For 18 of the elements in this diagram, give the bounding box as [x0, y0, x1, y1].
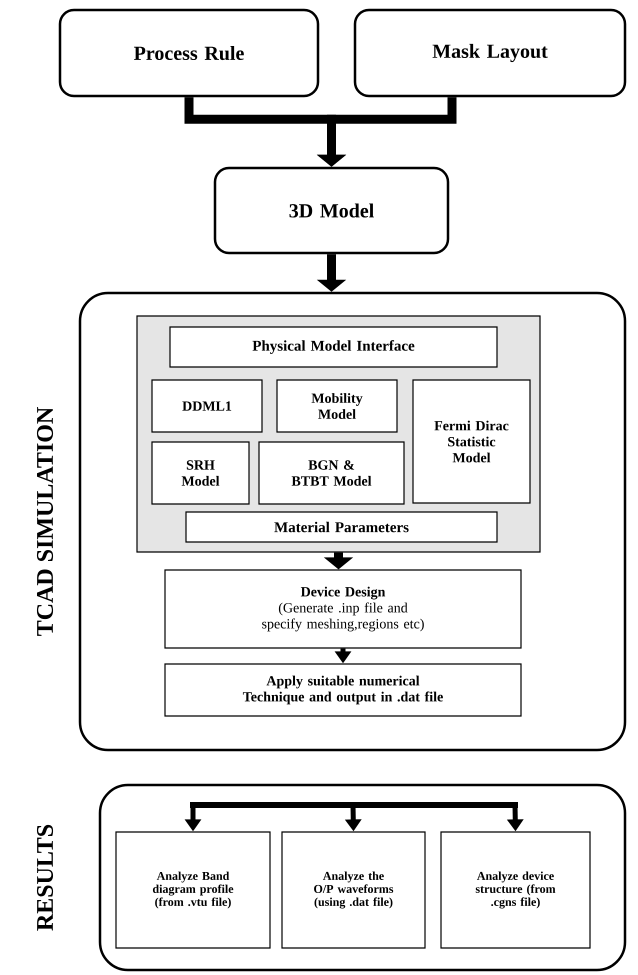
- process-box: BGN & BTBT Model: [258, 441, 405, 505]
- branch-line: [190, 802, 518, 808]
- process-box: SRH Model: [151, 441, 250, 505]
- node-label: TCAD SIMULATION: [36, 407, 54, 636]
- process-box: Fermi Dirac Statistic Model: [412, 379, 531, 504]
- process-box: Device Design (Generate .inp file and specify meshing,regions etc): [164, 569, 522, 649]
- process-box: Physical Model Interface: [169, 326, 498, 368]
- process-box: Analyze the O/P waveforms (using .dat file): [281, 831, 426, 949]
- process-box: Material Parameters: [185, 511, 498, 543]
- node-label: RESULTS: [36, 824, 54, 931]
- process-box: Process Rule: [58, 8, 320, 98]
- process-box: Analyze device structure (from .cgns file): [440, 831, 591, 949]
- process-box: DDML1: [151, 379, 263, 433]
- process-box: 3D Model: [214, 166, 450, 254]
- process-box: Analyze Band diagram profile (from .vtu file): [115, 831, 271, 949]
- process-box: Apply suitable numerical Technique and output in .dat file: [164, 663, 522, 717]
- process-box: Mask Layout: [354, 8, 626, 98]
- process-box: Mobility Model: [276, 379, 398, 433]
